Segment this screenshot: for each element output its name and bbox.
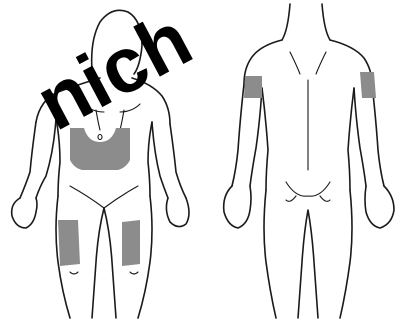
left-upper-arm-injection-site [244,76,262,98]
front-left-arm-outer [20,122,36,198]
back-left-arm-inner [250,88,262,186]
front-right-arm-outer [170,124,186,198]
back-right-arm-outer [372,84,384,186]
back-right-leg-outer [340,190,352,318]
left-thigh-injection-site [58,220,80,266]
back-left-arm-outer [232,84,244,186]
right-thigh-injection-site [122,220,140,266]
back-shoulder-blades [290,52,326,74]
front-right-leg-outer [138,196,152,318]
right-upper-arm-injection-site [360,72,376,98]
back-inner-legs [298,210,318,318]
back-right-hand [365,186,394,228]
front-left-arm-inner [36,118,56,198]
front-torso-right-side [148,122,152,196]
watermark-text: nich [22,0,205,147]
back-buttocks [286,182,330,201]
front-right-arm-inner [152,122,168,198]
front-inner-legs [92,208,116,318]
front-knee-marks [70,272,138,274]
back-body-figure [224,4,394,318]
back-torso-right-side [348,88,354,190]
back-neck [282,4,330,40]
back-torso-left-side [262,88,268,190]
front-navel [98,135,102,140]
front-left-hand [12,198,37,228]
back-right-arm-inner [354,88,366,186]
back-left-leg-outer [264,190,276,318]
back-left-hand [224,186,251,228]
front-groin-lines [70,186,138,208]
front-right-hand [166,198,189,227]
